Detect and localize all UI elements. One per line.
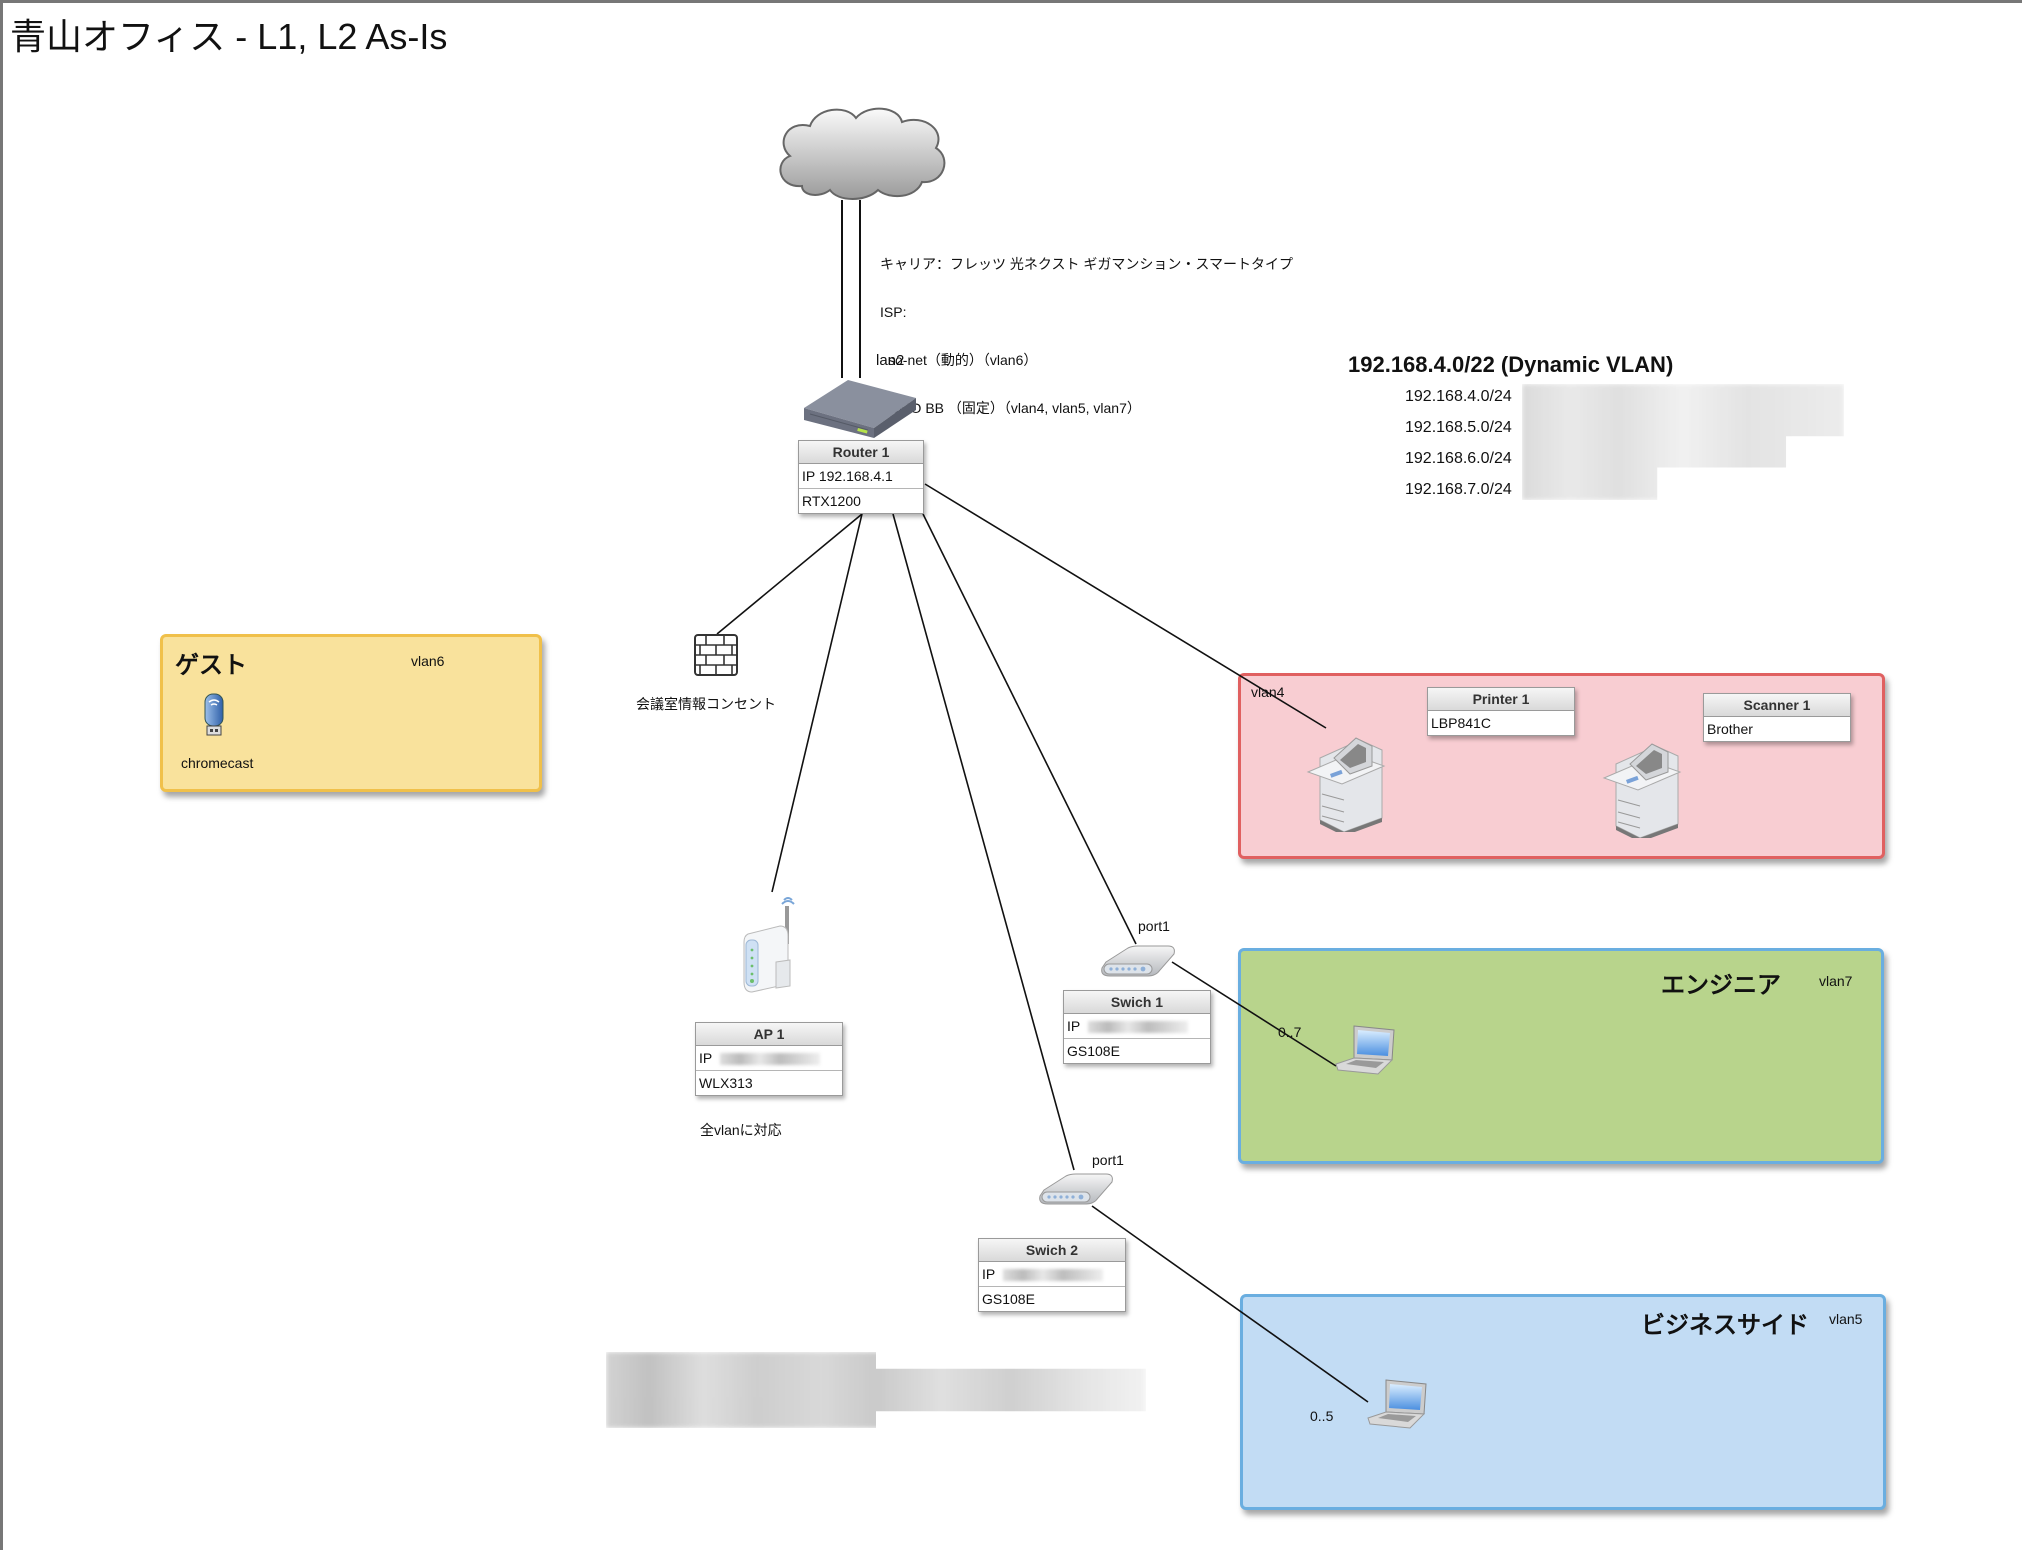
zone-engineer-title: エンジニア [1661, 972, 1781, 999]
link-router-printer [924, 483, 1327, 729]
laptop-icon[interactable] [1334, 1024, 1398, 1076]
ap-card[interactable]: AP 1 IP WLX313 [695, 1022, 843, 1096]
ap-model: WLX313 [699, 1075, 753, 1091]
zone-guest[interactable]: ゲスト vlan6 chromecast [160, 634, 542, 792]
ap-note: 全vlanに対応 [700, 1122, 782, 1138]
dynamic-vlan-heading: 192.168.4.0/22 (Dynamic VLAN) [1348, 352, 1674, 377]
window-frame-top [0, 0, 2022, 3]
zone-guest-title: ゲスト [175, 652, 247, 679]
subnet-row: 192.168.6.0/24 [1405, 450, 1512, 467]
ap-ip: IP [696, 1046, 842, 1071]
chromecast-icon[interactable] [203, 693, 227, 737]
wall-outlet-icon[interactable] [694, 634, 738, 676]
zone-business-title: ビジネスサイド [1641, 1312, 1809, 1339]
printer-name: Printer 1 [1428, 688, 1574, 711]
subnet-row: 192.168.5.0/24 [1405, 419, 1512, 436]
zone-business-vlan: vlan5 [1829, 1311, 1863, 1327]
router-ip: IP 192.168.4.1 [799, 464, 923, 489]
redacted-ip [1088, 1021, 1189, 1034]
printer-model: LBP841C [1431, 715, 1491, 731]
scanner-name: Scanner 1 [1704, 694, 1850, 717]
scanner-card[interactable]: Scanner 1 Brother [1703, 693, 1851, 742]
link-router-meetingroom [716, 513, 863, 635]
switch2-icon[interactable] [1036, 1172, 1116, 1208]
zone-guest-vlan: vlan6 [411, 653, 445, 669]
router-card[interactable]: Router 1 IP 192.168.4.1 RTX1200 [798, 440, 924, 514]
printer-icon[interactable] [1300, 728, 1396, 832]
router-uplink-port: lan2 [876, 352, 905, 369]
carrier-note: キャリア：フレッツ 光ネクスト ギガマンション・スマートタイプ ISP: so-… [880, 224, 1293, 432]
isp-label: ISP: [880, 304, 907, 320]
router-name: Router 1 [799, 441, 923, 464]
link-router-switch2 [892, 513, 1075, 1171]
subnet-row: 192.168.7.0/24 [1405, 481, 1512, 498]
access-point-icon[interactable] [738, 892, 802, 996]
subnet-row: 192.168.4.0/24 [1405, 388, 1512, 405]
window-frame-left [0, 0, 3, 1550]
switch2-ip-prefix: IP [982, 1266, 996, 1282]
switch1-icon[interactable] [1098, 944, 1178, 980]
link-switch1-engineer [1171, 961, 1337, 1067]
switch1-model: GS108E [1067, 1043, 1120, 1059]
page-title: 青山オフィス - L1, L2 As-Is [10, 16, 448, 57]
switch2-model: GS108E [982, 1291, 1035, 1307]
isp-line-2: GMO BB （固定）（vlan4, vlan5, vlan7） [888, 400, 1141, 416]
link-switch2-business [1091, 1205, 1369, 1403]
printer-card[interactable]: Printer 1 LBP841C [1427, 687, 1575, 736]
redacted-ip [720, 1053, 821, 1066]
laptop-icon[interactable] [1366, 1378, 1430, 1430]
internet-cloud-icon[interactable] [772, 104, 952, 204]
switch2-name: Swich 2 [979, 1239, 1125, 1262]
switch2-ip: IP [979, 1262, 1125, 1287]
ap-name: AP 1 [696, 1023, 842, 1046]
scanner-model: Brother [1707, 721, 1753, 737]
router-icon[interactable] [802, 378, 918, 440]
switch1-card[interactable]: Swich 1 IP GS108E [1063, 990, 1211, 1064]
carrier-line: キャリア：フレッツ 光ネクスト ギガマンション・スマートタイプ [880, 256, 1293, 272]
link-router-ap [771, 513, 863, 893]
switch1-ip-prefix: IP [1067, 1018, 1081, 1034]
meeting-room-label: 会議室情報コンセント [636, 696, 776, 712]
zone-business[interactable]: ビジネスサイド vlan5 [1240, 1294, 1886, 1510]
chromecast-label: chromecast [181, 755, 254, 771]
redacted-ip [1003, 1269, 1104, 1282]
isp-line-1: so-net（動的）（vlan6） [888, 352, 1038, 368]
switch2-card[interactable]: Swich 2 IP GS108E [978, 1238, 1126, 1312]
router-model: RTX1200 [802, 493, 861, 509]
zone-engineer-vlan: vlan7 [1819, 973, 1853, 989]
switch1-port: port1 [1138, 918, 1170, 934]
link-router-switch1 [922, 513, 1137, 945]
ap-ip-prefix: IP [699, 1050, 713, 1066]
zone-engineer[interactable]: エンジニア vlan7 [1238, 948, 1884, 1164]
switch1-name: Swich 1 [1064, 991, 1210, 1014]
switch1-ip: IP [1064, 1014, 1210, 1039]
switch2-port: port1 [1092, 1152, 1124, 1168]
scanner-icon[interactable] [1596, 734, 1692, 838]
business-multiplicity: 0..5 [1310, 1408, 1334, 1424]
engineer-multiplicity: 0..7 [1278, 1024, 1302, 1040]
